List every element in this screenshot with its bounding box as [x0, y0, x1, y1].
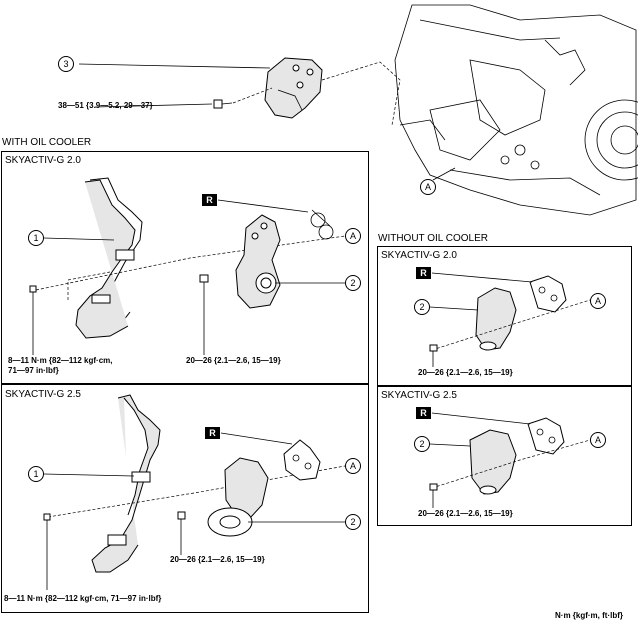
- bolt-25-left: [177, 511, 186, 555]
- callout-1-20-left: 1: [28, 230, 44, 246]
- units-note: N·m {kgf·m, ft·lbf}: [555, 611, 623, 620]
- bolt-25-right: [429, 483, 438, 508]
- panel-title-20-left: SKYACTIV-G 2.0: [5, 155, 81, 166]
- callout-2-20-right: 2: [414, 299, 430, 315]
- torque-20-left-bolt: 20—26 {2.1—2.6, 15—19}: [186, 356, 281, 365]
- torque-20-left-line2: 71—97 in·lbf}: [8, 366, 59, 375]
- torque-20-right-bolt: 20—26 {2.1—2.6, 15—19}: [418, 368, 513, 377]
- section-title-with-oil-cooler: WITH OIL COOLER: [2, 137, 92, 148]
- oil-cooler-gasket-20: [310, 209, 334, 240]
- callout-A-20-left: A: [345, 228, 361, 244]
- oil-cooler-hose-25: [91, 394, 161, 573]
- bracket-20-right: [475, 287, 517, 351]
- callout-2-20-left: 2: [345, 275, 361, 291]
- oil-cooler-bracket-25: [207, 457, 269, 537]
- callout-A-20-right: A: [590, 293, 606, 309]
- replace-tag-25-right: R: [416, 407, 431, 419]
- callout-2-25-right: 2: [414, 436, 430, 452]
- panel-without-oil-cooler-20: [377, 246, 632, 386]
- torque-25-left-bolt: 20—26 {2.1—2.6, 15—19}: [170, 555, 265, 564]
- section-title-without-oil-cooler: WITHOUT OIL COOLER: [378, 233, 489, 244]
- callout-2-25-left: 2: [345, 514, 361, 530]
- engine-block-illustration: [394, 4, 638, 216]
- torque-25-right-bolt: 20—26 {2.1—2.6, 15—19}: [418, 509, 513, 518]
- oil-cooler-bracket-20: [235, 214, 281, 309]
- callout-A-engine: A: [420, 179, 436, 195]
- torque-bracket: 38—51 {3.9—5.2, 29—37}: [58, 101, 153, 110]
- oil-cooler-hose-20: [75, 177, 143, 339]
- bracket-25-right: [469, 429, 517, 495]
- upper-bracket-part: [264, 57, 323, 119]
- replace-tag-20-left: R: [202, 194, 217, 206]
- pipe-bolt-25-left: [43, 513, 51, 590]
- torque-20-left-line1: 8—11 N·m {82—112 kgf·cm,: [8, 356, 113, 365]
- callout-A-25-right: A: [590, 432, 606, 448]
- panel-title-25-right: SKYACTIV-G 2.5: [381, 390, 457, 401]
- callout-1-25-left: 1: [28, 466, 44, 482]
- panel-with-oil-cooler-25: [1, 384, 369, 613]
- pipe-bolt-20-left: [29, 285, 37, 355]
- panel-title-20-right: SKYACTIV-G 2.0: [381, 250, 457, 261]
- callout-3: 3: [58, 56, 74, 72]
- callout-A-25-left: A: [345, 458, 361, 474]
- bracket-bolt-part: [213, 99, 233, 109]
- panel-title-25-left: SKYACTIV-G 2.5: [5, 389, 81, 400]
- replace-tag-20-right: R: [416, 267, 431, 279]
- panel-without-oil-cooler-25: [377, 386, 632, 526]
- panel-with-oil-cooler-20: [1, 151, 369, 384]
- gasket-25-right: [527, 417, 565, 455]
- bolt-20-left: [199, 274, 209, 355]
- gasket-20-right: [529, 275, 567, 313]
- replace-tag-25-left: R: [205, 427, 220, 439]
- bolt-20-right: [429, 344, 438, 367]
- gasket-25-left: [283, 439, 321, 481]
- torque-25-left-pipe: 8—11 N·m {82—112 kgf·cm, 71—97 in·lbf}: [4, 594, 162, 603]
